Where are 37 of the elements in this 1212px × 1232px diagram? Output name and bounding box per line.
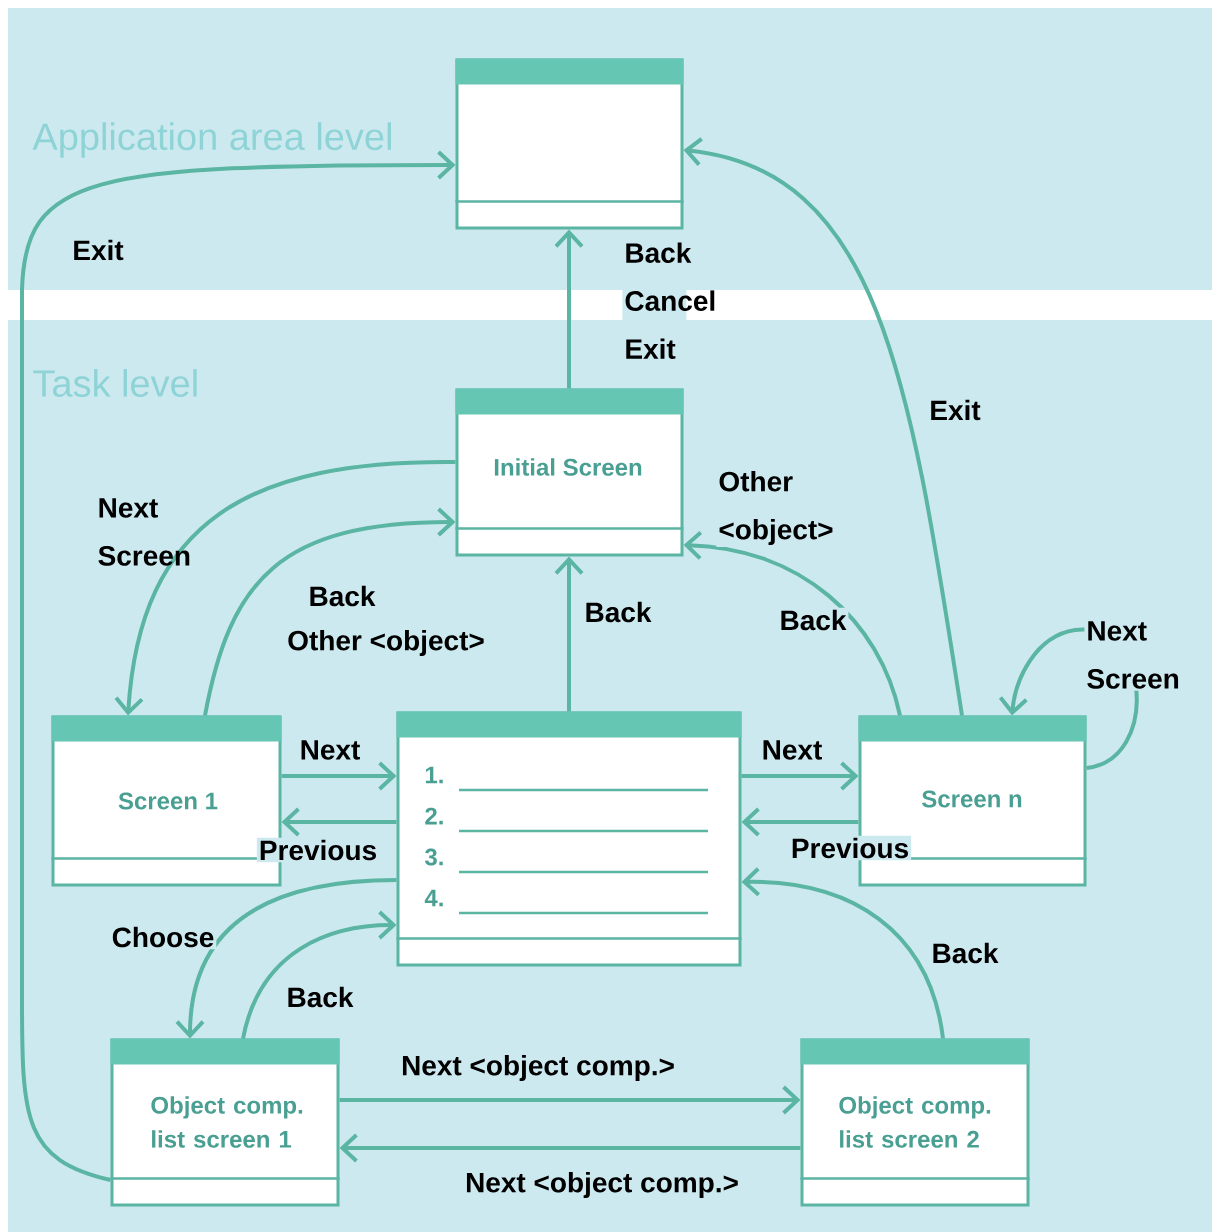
arrow	[683, 530, 902, 717]
arrow	[339, 1133, 801, 1163]
arrow	[741, 761, 859, 791]
arrow	[339, 1085, 801, 1115]
arrow	[554, 556, 584, 712]
arrow	[281, 807, 397, 837]
edge-label: Next Screen	[1084, 619, 1179, 691]
edge-label: Previous	[256, 837, 380, 863]
edge-label: Back Cancel Exit	[622, 240, 715, 361]
trigger-label: Other <object>	[716, 468, 833, 548]
edge-label: Next	[759, 738, 825, 762]
edge-label: Exit	[927, 397, 983, 423]
window-box: Object comp. list screen 2	[800, 1038, 1030, 1207]
window-box	[455, 58, 684, 230]
edge-label: Next Screen	[95, 496, 190, 568]
arrow	[741, 807, 859, 837]
level-label: Task level	[33, 369, 197, 397]
window-box: 1. 2. 3. 4.	[396, 711, 742, 967]
edge-label: Next	[297, 738, 363, 762]
edge-label: Choose	[109, 924, 217, 950]
window-box: Initial Screen	[455, 388, 684, 557]
arrow	[683, 137, 964, 716]
arrow	[20, 150, 456, 1182]
level-label: Application area level	[32, 122, 391, 158]
edge-label: Next <object comp.>	[463, 1169, 741, 1201]
edge-label: Next <object comp.>	[399, 1052, 677, 1084]
arrow	[203, 507, 456, 716]
window-box: Object comp. list screen 1	[110, 1038, 340, 1207]
arrow	[741, 867, 945, 1039]
edge-label: Exit	[70, 237, 126, 263]
edge-label: Previous	[788, 835, 912, 861]
arrow	[241, 910, 397, 1039]
arrow	[114, 460, 456, 716]
arrow	[554, 229, 584, 389]
arrow	[281, 761, 397, 791]
trigger-label: Other <object>	[285, 627, 487, 659]
arrow	[175, 878, 397, 1039]
